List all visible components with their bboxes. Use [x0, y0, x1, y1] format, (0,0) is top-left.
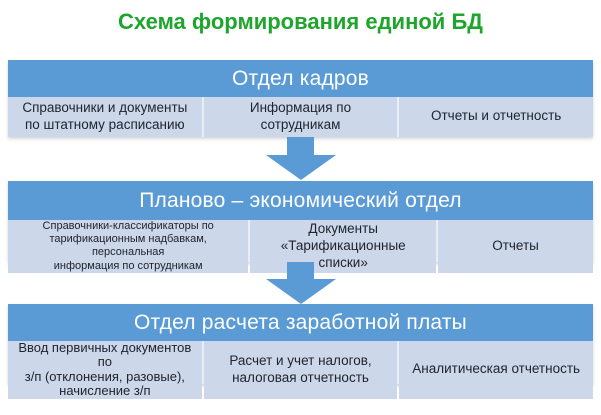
stage-cell: Информация по сотрудникам	[203, 96, 398, 137]
down-arrow-stem	[287, 261, 314, 279]
stage-block-planning: Планово – экономический отдел Справочник…	[8, 180, 593, 274]
stage-cell: Справочники-классификаторы по тарификаци…	[8, 219, 249, 274]
stage-cell: Расчет и учет налогов, налоговая отчетно…	[203, 340, 398, 399]
stage-cell: Отчеты и отчетность	[399, 96, 593, 137]
stage-block-payroll: Отдел расчета заработной платы Ввод перв…	[8, 303, 593, 399]
stage-cells-payroll: Ввод первичных документов по з/п (отклон…	[8, 340, 593, 399]
stage-cell: Аналитическая отчетность	[399, 340, 593, 399]
down-arrow-icon	[0, 136, 601, 181]
stage-cell: Ввод первичных документов по з/п (отклон…	[8, 340, 202, 399]
down-arrow-head	[265, 154, 336, 180]
stage-header-payroll: Отдел расчета заработной платы	[8, 303, 593, 341]
slide-title: Схема формирования единой БД	[118, 9, 483, 34]
stage-cells-hr: Справочники и документы по штатному расп…	[8, 96, 593, 137]
down-arrow-head	[265, 278, 336, 304]
stage-header-planning: Планово – экономический отдел	[8, 180, 593, 220]
down-arrow-stem	[287, 136, 314, 155]
stage-block-hr: Отдел кадров Справочники и документы по …	[8, 59, 593, 137]
stage-cell: Справочники и документы по штатному расп…	[8, 96, 202, 137]
down-arrow-icon	[0, 261, 601, 304]
stage-header-hr: Отдел кадров	[8, 59, 593, 97]
stage-cell: Документы «Тарификационные списки»	[250, 219, 437, 274]
stage-cells-planning: Справочники-классификаторы по тарификаци…	[8, 219, 593, 274]
stage-cell: Отчеты	[438, 219, 593, 274]
